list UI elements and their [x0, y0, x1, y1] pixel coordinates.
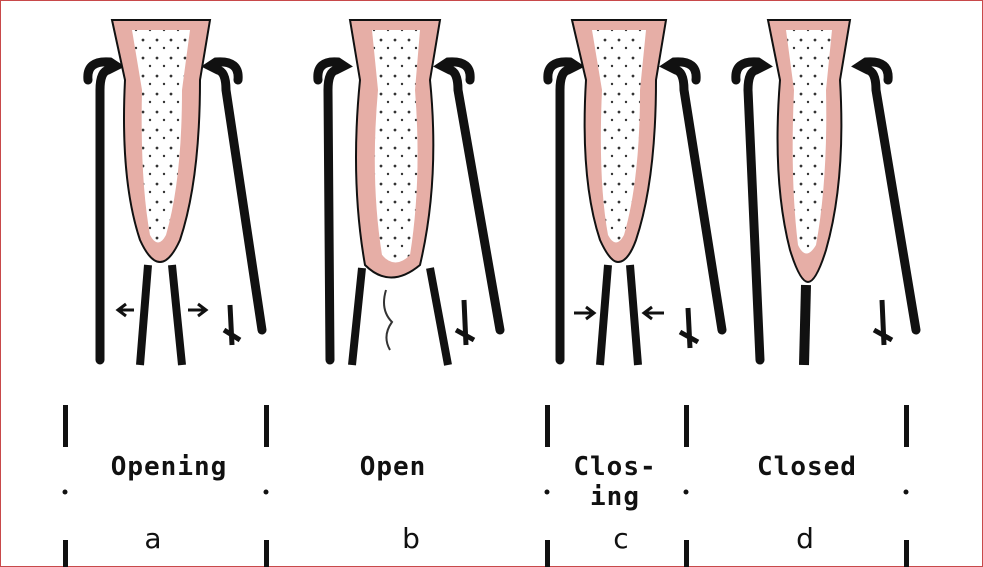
stage-label-closed: Closed	[712, 452, 902, 482]
stage-letter-d: d	[780, 522, 830, 555]
panel-closed	[736, 20, 916, 365]
stage-letter-a: a	[128, 522, 178, 555]
panel-closing	[548, 20, 722, 365]
stage-label-opening: Opening	[76, 452, 262, 482]
stage-label-open: Open	[318, 452, 468, 482]
panel-open	[318, 20, 500, 365]
stage-letter-b: b	[386, 522, 436, 555]
stage-label-closing: Clos- ing	[548, 452, 682, 512]
stage-letter-c: c	[596, 522, 646, 555]
panel-opening	[88, 20, 262, 365]
